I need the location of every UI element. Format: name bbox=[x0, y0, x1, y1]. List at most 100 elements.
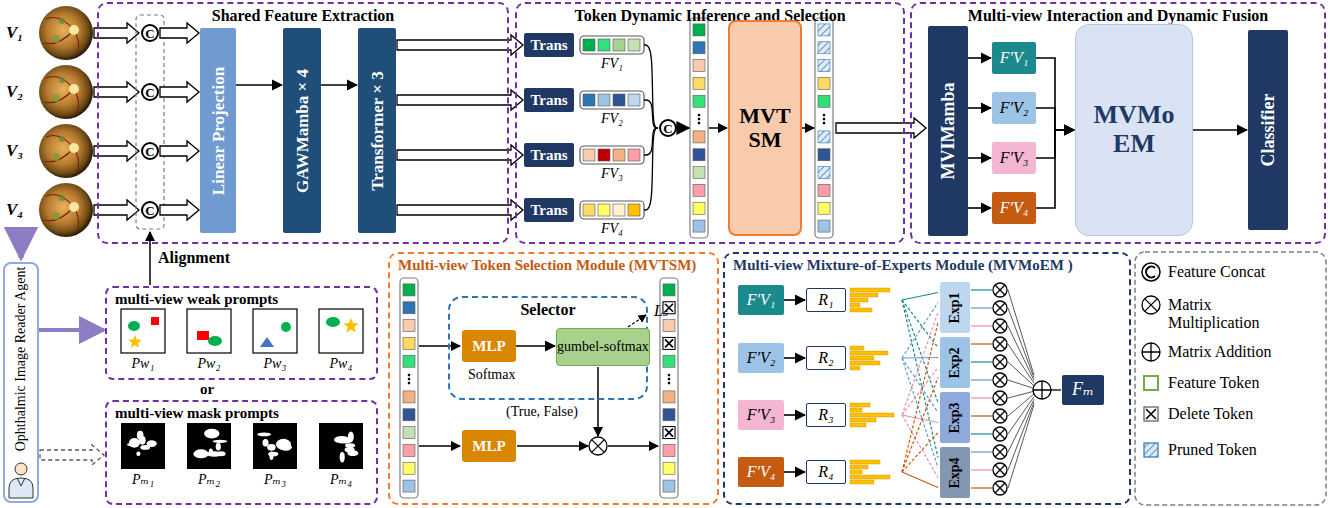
feature-token bbox=[598, 149, 610, 161]
flow-arrow bbox=[39, 328, 104, 332]
agent-box: Ophthalmic Image Reader Agent bbox=[3, 262, 39, 503]
feature-token bbox=[693, 149, 705, 161]
router-bar bbox=[850, 361, 880, 365]
mask-blobs bbox=[257, 432, 292, 459]
add-symbol bbox=[1142, 343, 1160, 361]
fused-feature-block: Fₘ bbox=[1062, 375, 1104, 405]
hollow-arrow bbox=[397, 200, 523, 220]
feature-block: F′V₄ bbox=[992, 192, 1036, 224]
ellipsis-dot bbox=[668, 374, 671, 377]
feature-token bbox=[693, 131, 705, 143]
concat-symbol bbox=[1142, 263, 1160, 281]
feature-token bbox=[693, 167, 705, 179]
feature-token bbox=[818, 77, 830, 89]
expert-output-line bbox=[971, 469, 992, 470]
feature-token bbox=[403, 427, 415, 439]
node-text: Exp4 bbox=[948, 457, 962, 488]
routing-line bbox=[902, 358, 938, 413]
routing-line bbox=[902, 303, 938, 359]
node-text: Trans bbox=[530, 37, 567, 54]
node-text: F′V₃ bbox=[747, 406, 776, 424]
flow-arrow bbox=[784, 471, 805, 473]
feature-token bbox=[403, 337, 415, 349]
feature-token bbox=[693, 202, 705, 214]
mask-image bbox=[121, 423, 165, 469]
expert-block: Exp1 bbox=[940, 282, 970, 333]
prompt-label: Pₘ₃ bbox=[264, 472, 286, 487]
hollow-arrow bbox=[40, 445, 104, 465]
node-text: MLP bbox=[472, 338, 505, 355]
node-text: F′V₂ bbox=[1000, 99, 1029, 117]
feature-token bbox=[403, 320, 415, 332]
router-box: R₃ bbox=[806, 403, 846, 427]
feature-token bbox=[628, 94, 640, 106]
leader-line bbox=[419, 345, 460, 347]
merge-curve bbox=[644, 45, 658, 128]
feature-label: FV₂ bbox=[601, 111, 623, 126]
concat-symbol: C bbox=[141, 24, 159, 42]
legend-text: Feature Token bbox=[1168, 374, 1259, 392]
ellipsis-dot bbox=[823, 122, 826, 125]
node-text: MLP bbox=[472, 438, 505, 455]
node-text: Trans bbox=[530, 202, 567, 219]
expert-block: Exp4 bbox=[940, 447, 970, 498]
leader-line bbox=[628, 315, 646, 327]
alignment-frame bbox=[136, 15, 164, 229]
multiply-symbol bbox=[993, 337, 1007, 351]
multiply-symbol bbox=[993, 445, 1007, 459]
flow-arrow bbox=[968, 157, 991, 159]
sum-line bbox=[1008, 380, 1034, 389]
feature-token bbox=[663, 337, 675, 349]
ellipsis-dot bbox=[408, 374, 411, 377]
delete-mark bbox=[665, 429, 673, 437]
flow-arrow bbox=[784, 299, 805, 301]
operation-label: Softmax bbox=[468, 367, 515, 382]
feature-token bbox=[403, 462, 415, 474]
fundus-image bbox=[39, 124, 93, 178]
mask-image bbox=[319, 423, 363, 469]
node-text: Selector bbox=[520, 301, 575, 319]
node-text: Multi-view Interaction and Dynamic Fusio… bbox=[968, 7, 1268, 25]
feature-token bbox=[818, 202, 830, 214]
mlp-block: MLP bbox=[462, 430, 516, 462]
leader-line bbox=[419, 445, 460, 447]
leader-line bbox=[608, 445, 658, 447]
routing-line bbox=[902, 313, 938, 416]
hollow-arrow bbox=[94, 141, 139, 161]
router-box: R₂ bbox=[806, 346, 846, 370]
routing-line bbox=[902, 415, 938, 423]
trans-block: Trans bbox=[524, 33, 574, 57]
hollow-arrow bbox=[397, 90, 523, 110]
router-box: R₄ bbox=[806, 460, 846, 484]
node-text: multi-view mask prompts bbox=[115, 405, 279, 422]
sum-line bbox=[1008, 362, 1034, 386]
flow-arrow bbox=[516, 345, 555, 347]
node-text: F′V₁ bbox=[1000, 49, 1029, 67]
feature-token bbox=[818, 42, 830, 54]
feature-token bbox=[583, 204, 595, 216]
node-text: F′V₃ bbox=[1000, 149, 1029, 167]
routing-line bbox=[902, 293, 938, 301]
node-text: C bbox=[145, 86, 154, 99]
deleted-token bbox=[663, 427, 675, 439]
feature-token bbox=[663, 320, 675, 332]
routing-line bbox=[902, 378, 938, 473]
feature-token bbox=[693, 184, 705, 196]
feature-token bbox=[663, 462, 675, 474]
merge-curve bbox=[644, 128, 658, 155]
feature-token bbox=[628, 204, 640, 216]
feature-block: F′V₂ bbox=[992, 92, 1036, 124]
multiply-symbol bbox=[993, 283, 1007, 297]
ellipsis-dot bbox=[408, 382, 411, 385]
prompt-marks bbox=[128, 317, 159, 348]
expert-output-line bbox=[971, 379, 992, 380]
prompt-label: Pw₂ bbox=[198, 356, 221, 371]
concat-symbol: C bbox=[141, 83, 159, 101]
feature-token bbox=[598, 39, 610, 51]
token-bar bbox=[580, 91, 644, 109]
router-box: R₁ bbox=[806, 288, 846, 312]
prompt-label: Pw₃ bbox=[264, 356, 287, 371]
sum-line bbox=[1008, 344, 1034, 383]
prompt-panel: multi-view mask prompts bbox=[105, 400, 378, 505]
